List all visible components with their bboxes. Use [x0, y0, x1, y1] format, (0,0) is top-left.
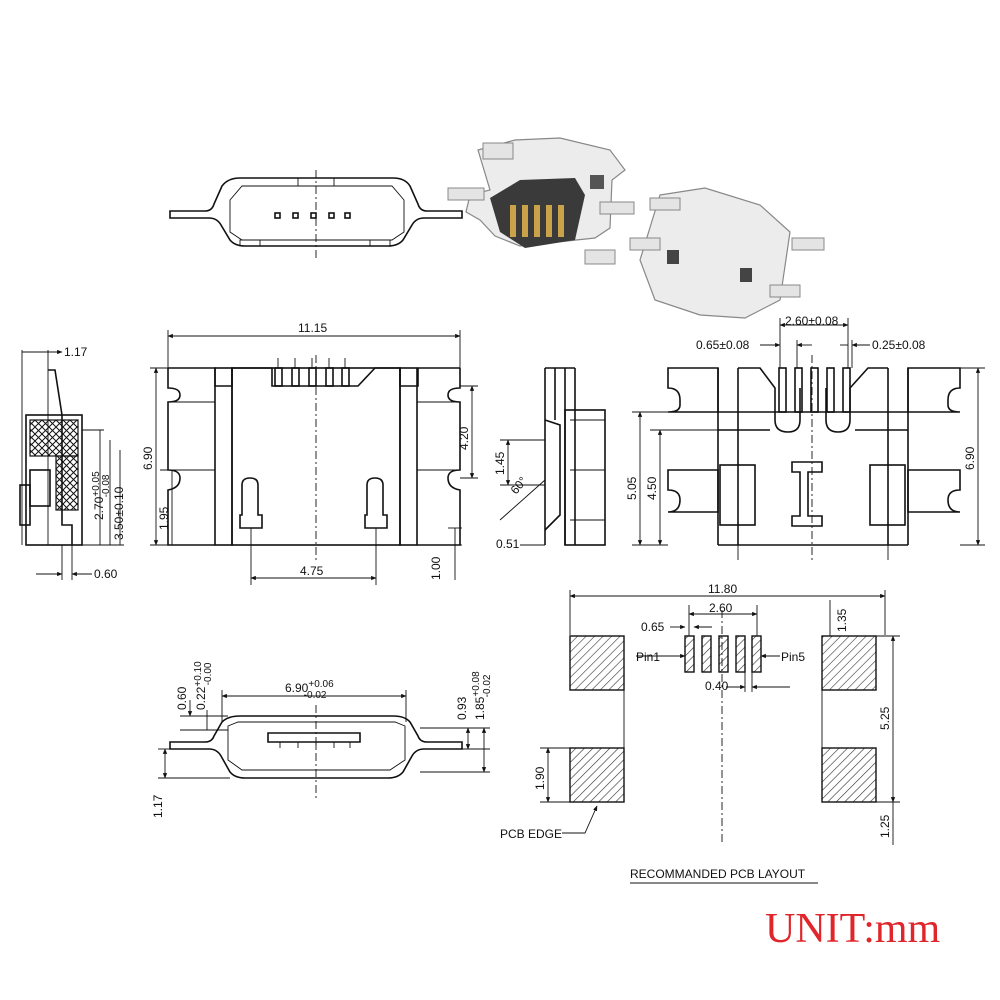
dim-front-100: 1.00	[429, 556, 443, 580]
side-section-view: 1.17 2.70+0.05-0.08 3.50±0.10 0.60	[19, 345, 126, 581]
dim-bottom-093: 0.93	[455, 696, 469, 720]
dim-pcb-040: 0.40	[705, 679, 729, 693]
dim-side2-angle: 60°	[508, 474, 531, 497]
dim-pcb-525: 5.25	[878, 706, 892, 730]
dim-side-thickness: 1.17	[64, 345, 88, 359]
dim-right-065: 0.65±0.08	[696, 338, 750, 352]
connector-photo-front	[447, 137, 635, 265]
front-outline-view	[169, 170, 463, 258]
dim-right-260: 2.60±0.08	[785, 314, 839, 328]
dim-front-height: 6.90	[141, 446, 155, 470]
dim-side2-051: 0.51	[496, 537, 520, 551]
dim-front-195: 1.95	[157, 506, 171, 530]
connector-photo-rear	[629, 187, 825, 319]
label-pin5: Pin5	[781, 650, 805, 664]
pcb-pad-top-right	[821, 635, 877, 691]
dim-right-505: 5.05	[625, 476, 639, 500]
pcb-pin-pad	[684, 635, 695, 673]
top-view: 11.15 6.90 1.95 4.20	[141, 321, 478, 585]
dim-bottom-060: 0.60	[175, 686, 189, 710]
unit-label: UNIT:mm	[765, 906, 941, 952]
dim-bottom-690: 6.90+0.06-0.02	[285, 679, 334, 701]
dim-pcb-125: 1.25	[878, 814, 892, 838]
dim-side-bottom: 0.60	[94, 567, 118, 581]
dim-side2-145: 1.45	[493, 451, 507, 475]
dim-pcb-260: 2.60	[709, 601, 733, 615]
pcb-layout-title: RECOMMANDED PCB LAYOUT	[630, 867, 806, 881]
dim-bottom-117: 1.17	[151, 794, 165, 818]
dim-side-h2: 3.50±0.10	[112, 486, 126, 540]
dim-side-h1: 2.70+0.05-0.08	[91, 471, 112, 520]
bottom-view: 2.60±0.08 0.65±0.08 0.25±0.08	[625, 314, 985, 560]
pcb-pad-bottom-left	[569, 747, 625, 803]
dim-pcb-1180: 11.80	[708, 582, 737, 596]
pcb-pad-bottom-right	[821, 747, 877, 803]
dim-front-475: 4.75	[300, 564, 324, 578]
pcb-pin-pad	[751, 635, 762, 673]
dim-front-420: 4.20	[457, 426, 471, 450]
pcb-pad-top-left	[569, 635, 625, 691]
pcb-layout-view: 11.80 2.60 0.65 Pin1 Pin5 0.40 1.35	[500, 582, 900, 884]
dim-right-025: 0.25±0.08	[872, 338, 926, 352]
dim-pcb-135: 1.35	[835, 608, 849, 632]
label-pcb-edge: PCB EDGE	[500, 827, 562, 841]
label-pin1: Pin1	[636, 650, 660, 664]
dim-bottom-022: 0.22+0.10-0.00	[193, 661, 214, 710]
front-dimension-view: 6.90+0.06-0.02 0.60 0.22+0.10-0.00 0.93 …	[151, 661, 493, 818]
dim-right-450: 4.50	[645, 476, 659, 500]
side-view: 1.45 60° 0.51	[493, 367, 606, 551]
pcb-pin-pad	[735, 635, 746, 673]
dim-bottom-185: 1.85+0.08-0.02	[471, 671, 493, 720]
pcb-pin-pad	[718, 635, 729, 673]
pcb-pin-pad	[701, 635, 712, 673]
dim-right-690: 6.90	[963, 446, 977, 470]
dim-pcb-190: 1.90	[533, 766, 547, 790]
dim-top-width: 11.15	[298, 321, 327, 335]
dim-pcb-065: 0.65	[641, 620, 665, 634]
